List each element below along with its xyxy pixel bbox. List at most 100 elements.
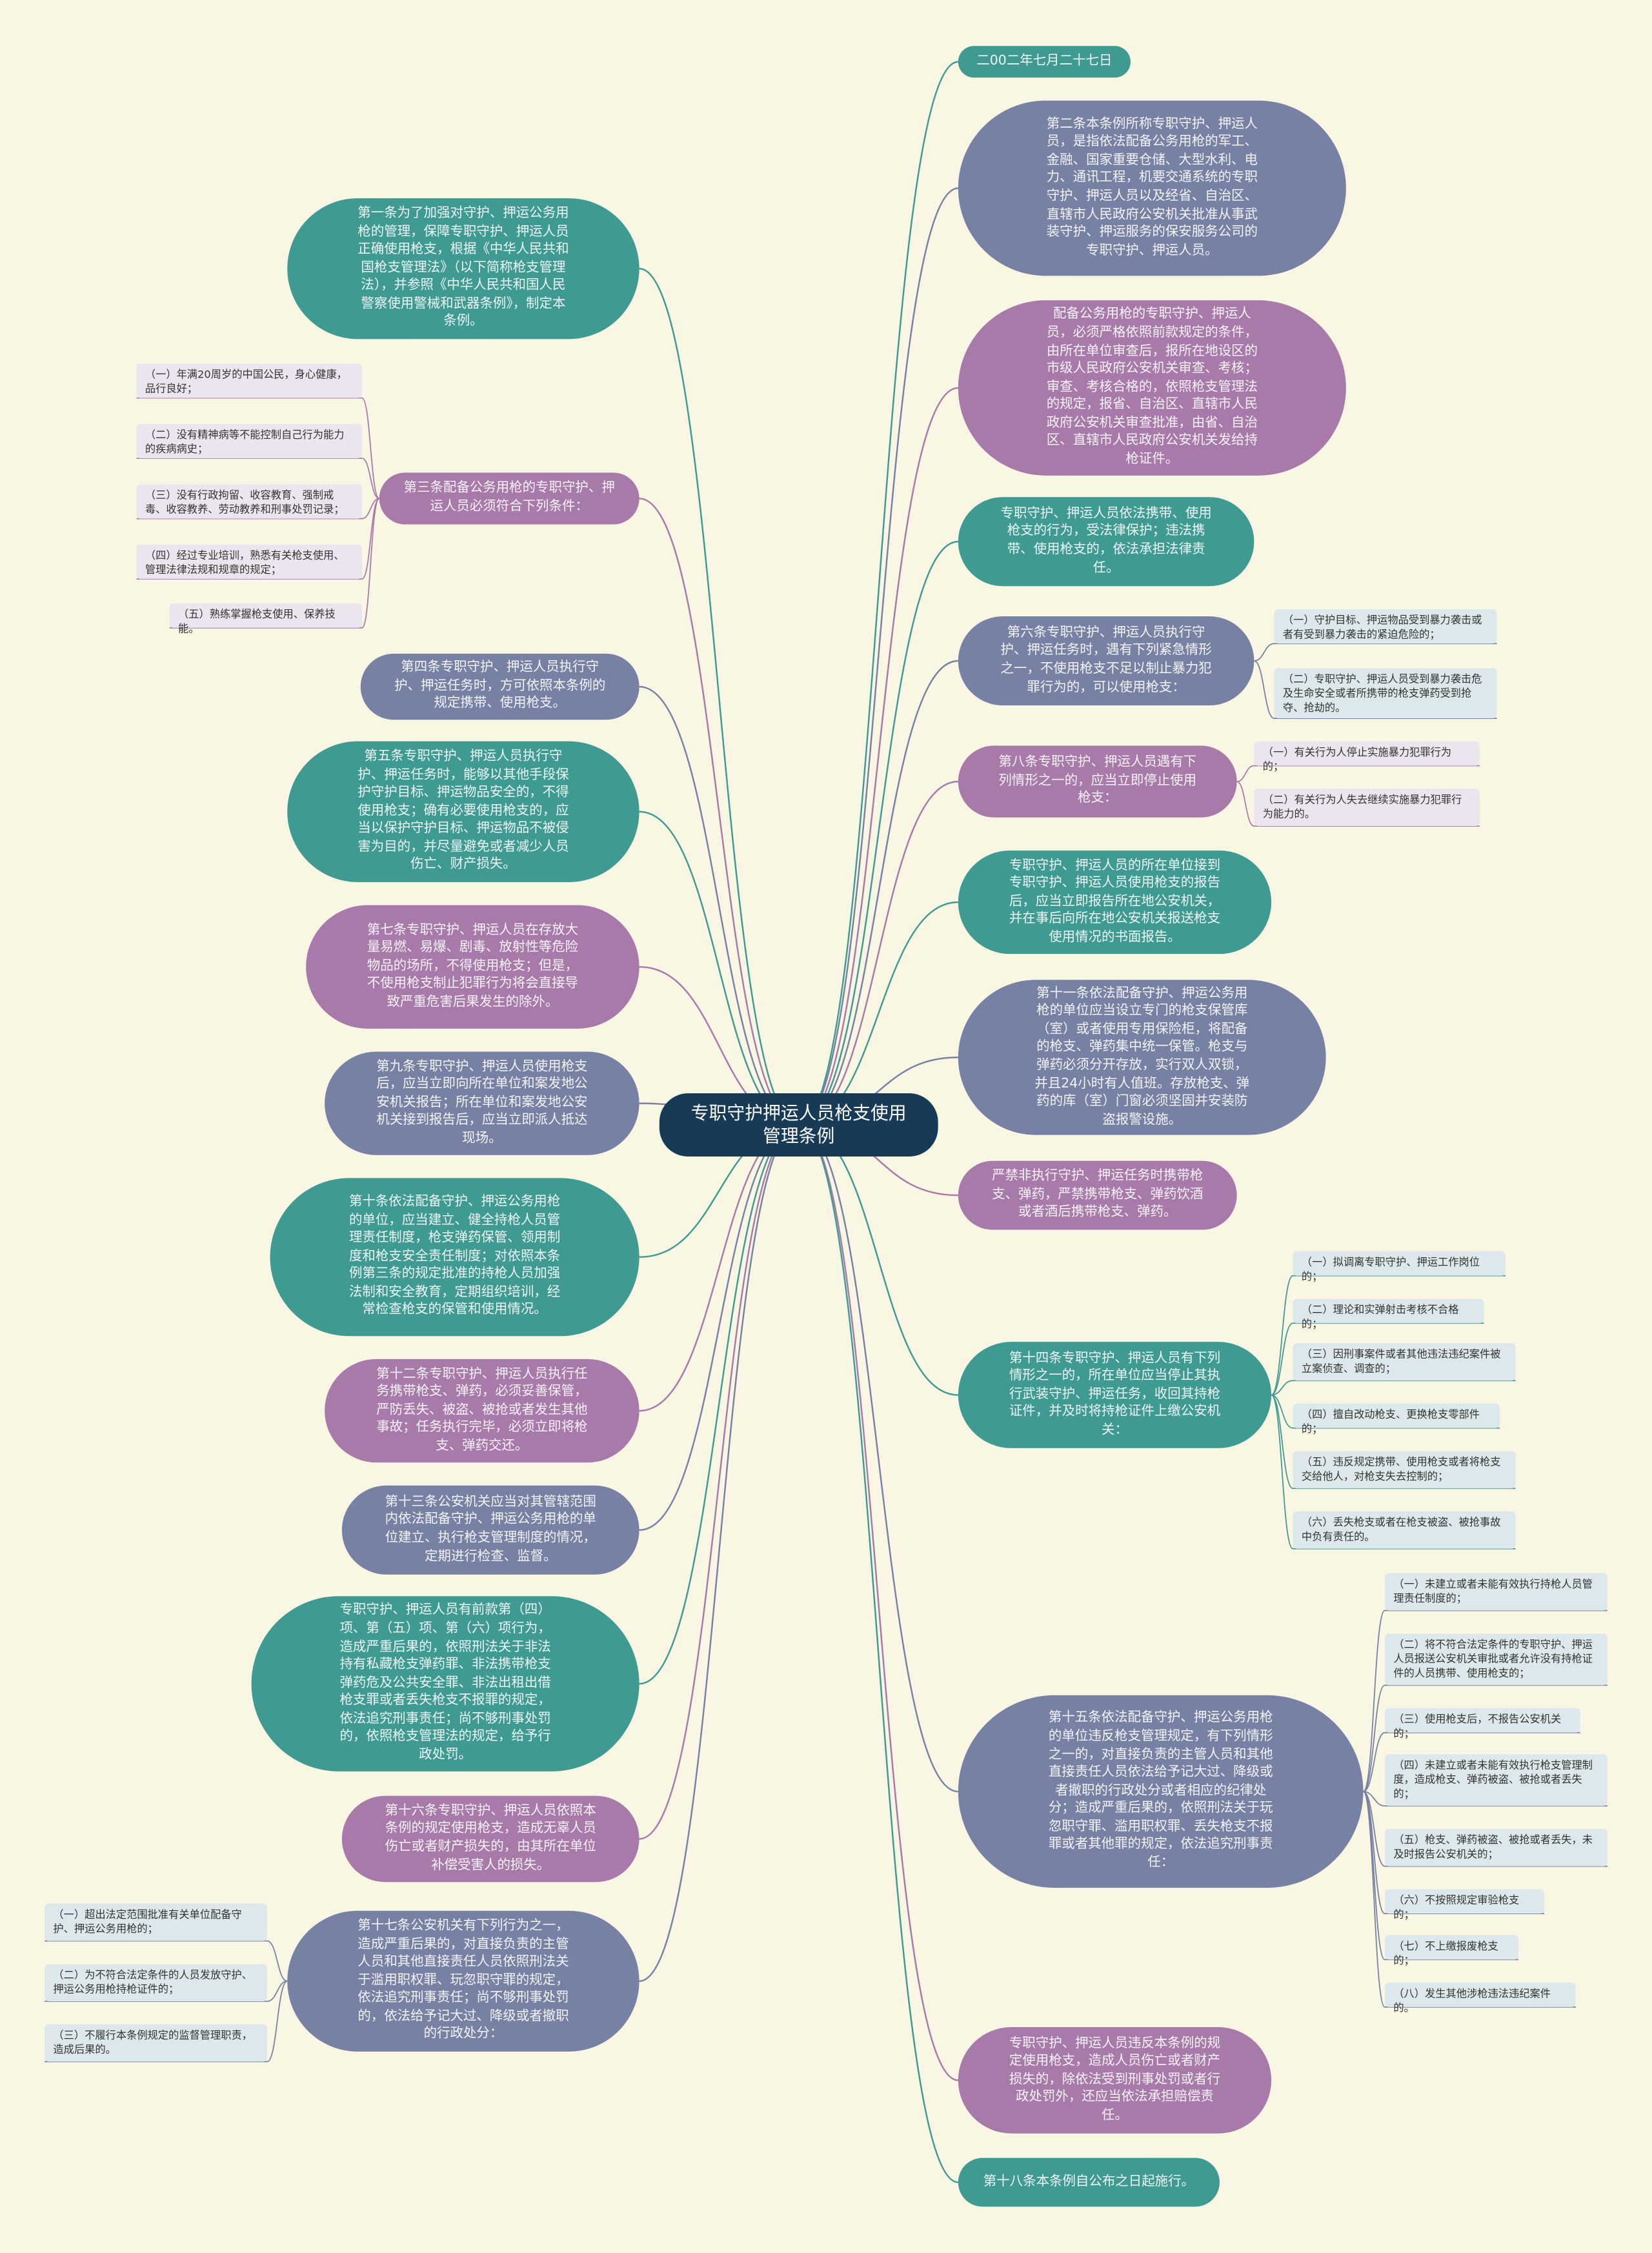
sub-item[interactable]: （四）擅自改动枪支、更换枪支零部件的； — [1293, 1403, 1500, 1435]
node-r1[interactable]: 二00二年七月二十七日 — [958, 46, 1131, 78]
sub-item[interactable]: （二）将不符合法定条件的专职守护、押运人员报送公安机关审批或者允许没有持枪证件的… — [1384, 1633, 1608, 1686]
node-l7-label: 第十条依法配备守护、押运公务用枪的单位，应当建立、健全持枪人员管理责任制度，枪支… — [348, 1193, 561, 1318]
node-r8[interactable]: 第十一条依法配备守护、押运公务用枪的单位应当设立专门的枪支保管库（室）或者使用专… — [958, 980, 1326, 1135]
sub-item[interactable]: （二）理论和实弹射击考核不合格的； — [1293, 1298, 1484, 1330]
node-l1[interactable]: 第一条为了加强对守护、押运公务用枪的管理，保障专职守护、押运人员正确使用枪支，根… — [287, 198, 640, 339]
node-l6[interactable]: 第九条专职守护、押运人员使用枪支后，应当立即向所在单位和案发地公安机关报告；所在… — [325, 1051, 640, 1155]
sub-item[interactable]: （三）因刑事案件或者其他违法违纪案件被立案侦查、调查的； — [1293, 1343, 1516, 1381]
sub-item[interactable]: （二）专职守护、押运人员受到暴力袭击危及生命安全或者所携带的枪支弹药受到抢夺、抢… — [1274, 668, 1497, 719]
sub-item[interactable]: （七）不上缴报废枪支的； — [1384, 1935, 1518, 1967]
connector-line — [798, 1124, 958, 1793]
sub-item[interactable]: （二）为不符合法定条件的人员发放守护、押运公务用枪持枪证件的； — [45, 1964, 268, 2001]
node-r2[interactable]: 第二条本条例所称专职守护、押运人员，是指依法配备公务用枪的军工、金融、国家重要仓… — [958, 100, 1346, 276]
sub-item-label: （五）枪支、弹药被盗、被抢或者丢失，未及时报告公安机关的； — [1393, 1833, 1593, 1861]
node-l12[interactable]: 第十七条公安机关有下列行为之一，造成严重后果的，对直接负责的主管人员和其他直接责… — [287, 1910, 640, 2052]
connector-line — [1271, 1394, 1293, 1429]
node-r6[interactable]: 第八条专职守护、押运人员遇有下列情形之一的，应当立即停止使用枪支： — [958, 745, 1237, 818]
sub-item[interactable]: （三）没有行政拘留、收容教育、强制戒毒、收容教养、劳动教养和刑事处罚记录； — [136, 484, 362, 519]
node-l4-label: 第五条专职守护、押运人员执行守护、押运任务时，能够以其他手段保护守护目标、押运物… — [358, 748, 569, 873]
node-r3[interactable]: 配备公务用枪的专职守护、押运人员，必须严格依照前款规定的条件，由所在单位审查后，… — [958, 300, 1346, 476]
connector-line — [361, 498, 379, 520]
connector-line — [361, 498, 380, 629]
sub-item-label: （二）理论和实弹射击考核不合格的； — [1301, 1303, 1459, 1331]
sub-item-label: （五）熟练掌握枪支使用、保养技能。 — [178, 607, 336, 635]
node-l5[interactable]: 第七条专职守护、押运人员在存放大量易燃、易爆、剧毒、放射性等危险物品的场所，不得… — [306, 905, 640, 1029]
sub-item[interactable]: （一）未建立或者未能有效执行持枪人员管理责任制度的； — [1384, 1573, 1608, 1611]
sub-item[interactable]: （一）年满20周岁的中国公民，身心健康，品行良好； — [136, 363, 362, 398]
sub-item-label: （一）未建立或者未能有效执行持枪人员管理责任制度的； — [1393, 1577, 1593, 1605]
node-l8[interactable]: 第十二条专职守护、押运人员执行任务携带枪支、弹药，必须妥善保管，严防丢失、被盗、… — [325, 1359, 640, 1463]
node-r10-label: 第十四条专职守护、押运人员有下列情形之一的，所在单位应当停止其执行武装守护、押运… — [1009, 1349, 1221, 1439]
node-l12-label: 第十七条公安机关有下列行为之一，造成严重后果的，对直接负责的主管人员和其他直接责… — [358, 1917, 569, 2043]
sub-item-label: （二）将不符合法定条件的专职守护、押运人员报送公安机关审批或者允许没有持枪证件的… — [1393, 1637, 1593, 1680]
connector-line — [1271, 1380, 1293, 1396]
connector-line — [1363, 1684, 1385, 1792]
node-r11[interactable]: 第十五条依法配备守护、押运公务用枪的单位违反枪支管理规定，有下列情形之一的，对直… — [958, 1695, 1364, 1888]
connector-line — [639, 1124, 799, 1840]
sub-item[interactable]: （二）有关行为人失去继续实施暴力犯罪行为能力的。 — [1254, 789, 1480, 827]
sub-item-label: （一）守护目标、押运物品受到暴力袭击或者有受到暴力袭击的紧迫危险的； — [1282, 613, 1482, 641]
connector-line — [1236, 781, 1254, 827]
sub-item[interactable]: （五）枪支、弹药被盗、被抢或者丢失，未及时报告公安机关的； — [1384, 1828, 1608, 1866]
sub-item[interactable]: （二）没有精神病等不能控制自己行为能力的疾病病史； — [136, 423, 362, 459]
sub-item[interactable]: （五）熟练掌握枪支使用、保养技能。 — [169, 603, 362, 635]
sub-item[interactable]: （六）不按照规定审验枪支的； — [1384, 1889, 1545, 1921]
sub-item[interactable]: （四）经过专业培训，熟悉有关枪支使用、管理法律法规和规章的规定； — [136, 544, 362, 580]
node-l10[interactable]: 专职守护、押运人员有前款第（四）项、第（五）项、第（六）项行为，造成严重后果的，… — [251, 1596, 640, 1772]
node-l3[interactable]: 第四条专职守护、押运人员执行守护、押运任务时，方可依照本条例的规定携带、使用枪支… — [360, 653, 640, 720]
connector-line — [798, 1124, 958, 2081]
sub-item[interactable]: （八）发生其他涉枪违法违纪案件的。 — [1384, 1983, 1576, 2014]
node-r5[interactable]: 第六条专职守护、押运人员执行守护、押运任务时，遇有下列紧急情形之一，不使用枪支不… — [958, 616, 1254, 706]
connector-line — [639, 811, 799, 1126]
node-r9-label: 严禁非执行守护、押运任务时携带枪支、弹药，严禁携带枪支、弹药饮酒或者酒后携带枪支… — [992, 1168, 1204, 1220]
node-l2[interactable]: 第三条配备公务用枪的专职守护、押运人员必须符合下列条件： — [379, 472, 640, 525]
node-r6-label: 第八条专职守护、押运人员遇有下列情形之一的，应当立即停止使用枪支： — [998, 754, 1197, 807]
connector-line — [1271, 1275, 1293, 1396]
connector-line — [1271, 1394, 1294, 1550]
node-r13[interactable]: 第十八条本条例自公布之日起施行。 — [958, 2157, 1220, 2207]
node-r10[interactable]: 第十四条专职守护、押运人员有下列情形之一的，所在单位应当停止其执行武装守护、押运… — [958, 1342, 1272, 1448]
node-r4-label: 专职守护、押运人员依法携带、使用枪支的行为，受法律保护；违法携带、使用枪支的，依… — [1000, 505, 1212, 576]
connector-line — [798, 1124, 958, 1396]
connector-line — [639, 498, 799, 1126]
sub-item[interactable]: （三）使用枪支后，不报告公安机关的； — [1384, 1708, 1580, 1740]
node-l7[interactable]: 第十条依法配备守护、押运公务用枪的单位，应当建立、健全持枪人员管理责任制度，枪支… — [270, 1178, 640, 1337]
connector-line — [1363, 1791, 1385, 1867]
sub-item[interactable]: （一）拟调离专职守护、押运工作岗位的； — [1293, 1251, 1506, 1283]
connector-line — [639, 685, 799, 1126]
node-l11[interactable]: 第十六条专职守护、押运人员依照本条例的规定使用枪支，造成无辜人员伤亡或者财产损失… — [341, 1795, 640, 1883]
node-r9[interactable]: 严禁非执行守护、押运任务时携带枪支、弹药，严禁携带枪支、弹药饮酒或者酒后携带枪支… — [958, 1160, 1237, 1230]
node-r4[interactable]: 专职守护、押运人员依法携带、使用枪支的行为，受法律保护；违法携带、使用枪支的，依… — [958, 497, 1254, 587]
connector-line — [798, 187, 958, 1126]
node-r12[interactable]: 专职守护、押运人员违反本条例的规定使用枪支，造成人员伤亡或者财产损失的，除依法受… — [958, 2027, 1272, 2134]
connector-line — [1254, 660, 1274, 719]
node-l9[interactable]: 第十三条公安机关应当对其管辖范围内依法配备守护、押运公务用枪的单位建立、执行枪支… — [341, 1485, 640, 1575]
sub-item[interactable]: （一）超出法定范围批准有关单位配备守护、押运公务用枪的； — [45, 1903, 268, 1941]
node-r12-label: 专职守护、押运人员违反本条例的规定使用枪支，造成人员伤亡或者财产损失的，除依法受… — [1009, 2035, 1221, 2123]
connector-line — [361, 397, 380, 500]
node-r8-label: 第十一条依法配备守护、押运公务用枪的单位应当设立专门的枪支保管库（室）或者使用专… — [1034, 985, 1250, 1128]
node-l4[interactable]: 第五条专职守护、押运人员执行守护、押运任务时，能够以其他手段保护守护目标、押运物… — [287, 741, 640, 882]
sub-item-label: （六）丢失枪支或者在枪支被盗、被抢事故中负有责任的。 — [1301, 1515, 1501, 1543]
sub-item[interactable]: （三）不履行本条例规定的监督管理职责，造成后果的。 — [45, 2024, 268, 2062]
sub-item[interactable]: （六）丢失枪支或者在枪支被盗、被抢事故中负有责任的。 — [1293, 1511, 1516, 1549]
node-r2-label: 第二条本条例所称专职守护、押运人员，是指依法配备公务用枪的军工、金融、国家重要仓… — [1046, 116, 1258, 259]
connector-line — [1362, 1610, 1385, 1792]
node-r11-label: 第十五条依法配备守护、押运公务用枪的单位违反枪支管理规定，有下列情形之一的，对直… — [1048, 1710, 1273, 1871]
node-r13-label: 第十八条本条例自公布之日起施行。 — [983, 2173, 1195, 2189]
node-l11-label: 第十六条专职守护、押运人员依照本条例的规定使用枪支，造成无辜人员伤亡或者财产损失… — [385, 1803, 596, 1873]
node-r3-label: 配备公务用枪的专职守护、押运人员，必须严格依照前款规定的条件，由所在单位审查后，… — [1046, 306, 1258, 467]
center-node-label: 专职守护押运人员枪支使用管理条例 — [690, 1102, 907, 1147]
node-r7[interactable]: 专职守护、押运人员的所在单位接到专职守护、押运人员使用枪支的报告后，应当立即报告… — [958, 850, 1272, 955]
connector-line — [361, 458, 380, 500]
sub-item-label: （四）经过专业培训，熟悉有关枪支使用、管理法律法规和规章的规定； — [145, 549, 345, 576]
node-l10-label: 专职守护、押运人员有前款第（四）项、第（五）项、第（六）项行为，造成严重后果的，… — [339, 1602, 551, 1763]
sub-item[interactable]: （五）违反规定携带、使用枪支或者将枪支交给他人，对枪支失去控制的； — [1293, 1451, 1516, 1489]
sub-item-label: （三）使用枪支后，不报告公安机关的； — [1393, 1712, 1562, 1740]
sub-item[interactable]: （一）守护目标、押运物品受到暴力袭击或者有受到暴力袭击的紧迫危险的； — [1274, 609, 1497, 644]
sub-item[interactable]: （一）有关行为人停止实施暴力犯罪行为的； — [1254, 741, 1480, 773]
sub-item[interactable]: （四）未建立或者未能有效执行枪支管理制度，造成枪支、弹药被盗、被抢或者丢失的； — [1384, 1754, 1608, 1806]
center-node[interactable]: 专职守护押运人员枪支使用管理条例 — [659, 1093, 938, 1157]
connector-line — [1271, 1322, 1293, 1396]
